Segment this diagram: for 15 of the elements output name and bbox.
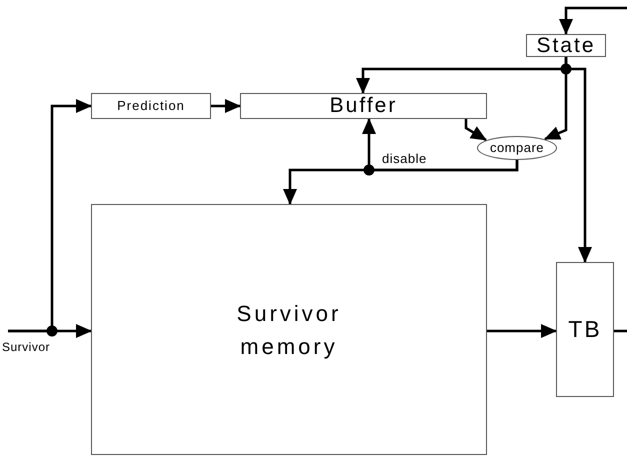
arrow	[487, 324, 557, 338]
arrow	[564, 57, 592, 263]
arrow	[464, 119, 487, 142]
signal-label: disable	[382, 151, 427, 166]
arrow	[211, 99, 241, 113]
arrow	[559, 6, 627, 35]
compare-ellipse: compare	[477, 136, 557, 160]
signal-label: Survivor	[2, 340, 50, 354]
arrow	[283, 160, 518, 205]
arrow	[8, 324, 92, 338]
process-box: Survivor memory	[91, 204, 487, 455]
process-box: Prediction	[91, 93, 211, 119]
process-box: Buffer	[240, 93, 487, 119]
process-box: TB	[556, 262, 614, 397]
process-box: State	[526, 34, 606, 57]
